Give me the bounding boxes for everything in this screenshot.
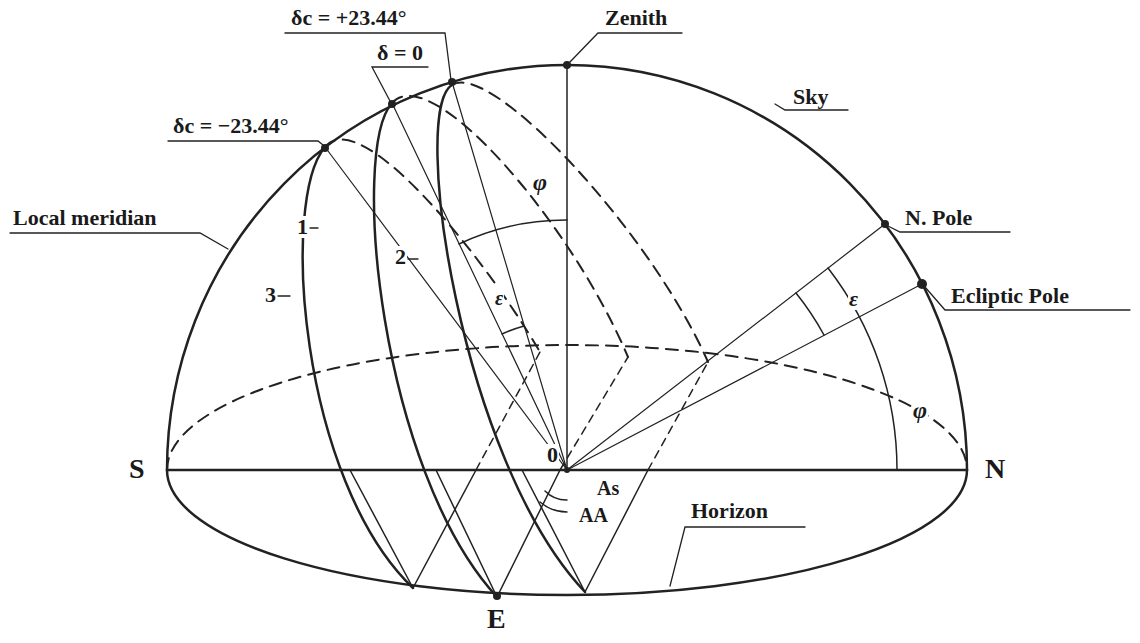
sun-path-3 <box>303 147 413 588</box>
rays <box>325 82 922 470</box>
horizon-front <box>167 470 967 595</box>
leaders <box>10 33 1130 586</box>
label: Local meridian <box>12 207 158 229</box>
label: Ecliptic Pole <box>950 285 1070 307</box>
zenith-axis <box>566 65 568 470</box>
label: N <box>984 455 1006 483</box>
epsilon-arc <box>502 326 524 334</box>
label: δ = 0 <box>376 42 424 64</box>
cone-lines <box>350 352 708 597</box>
label: S <box>128 455 146 483</box>
phi-arc-north <box>828 268 897 470</box>
label: ε <box>494 288 504 308</box>
label: As <box>596 478 620 498</box>
label: 3 <box>264 284 277 306</box>
sun-path-1 <box>437 85 585 592</box>
sun-path-1-hidden <box>452 83 708 362</box>
sun-path-2-hidden <box>392 96 628 357</box>
sun-path-3-hidden <box>325 140 540 352</box>
points <box>321 61 927 600</box>
sun-path-2 <box>374 103 497 597</box>
label: Sky <box>792 86 829 108</box>
label: E <box>486 605 507 633</box>
label: φ <box>912 398 928 422</box>
label: N. Pole <box>904 207 973 229</box>
label: 1 <box>296 216 309 238</box>
label: φ <box>532 170 548 194</box>
label: 0 <box>546 444 559 466</box>
label: Horizon <box>690 500 769 522</box>
epsilon-arc-north <box>796 293 824 335</box>
label: δc = +23.44° <box>290 7 408 29</box>
label: δc = −23.44° <box>172 115 290 137</box>
sky-dome <box>167 65 967 470</box>
label: AA <box>578 505 609 525</box>
phi-arc <box>459 220 567 244</box>
label: 2 <box>394 246 407 268</box>
as-arc <box>545 491 567 500</box>
aa-arc <box>540 502 567 512</box>
label: ε <box>848 288 859 310</box>
label: Zenith <box>604 7 668 29</box>
